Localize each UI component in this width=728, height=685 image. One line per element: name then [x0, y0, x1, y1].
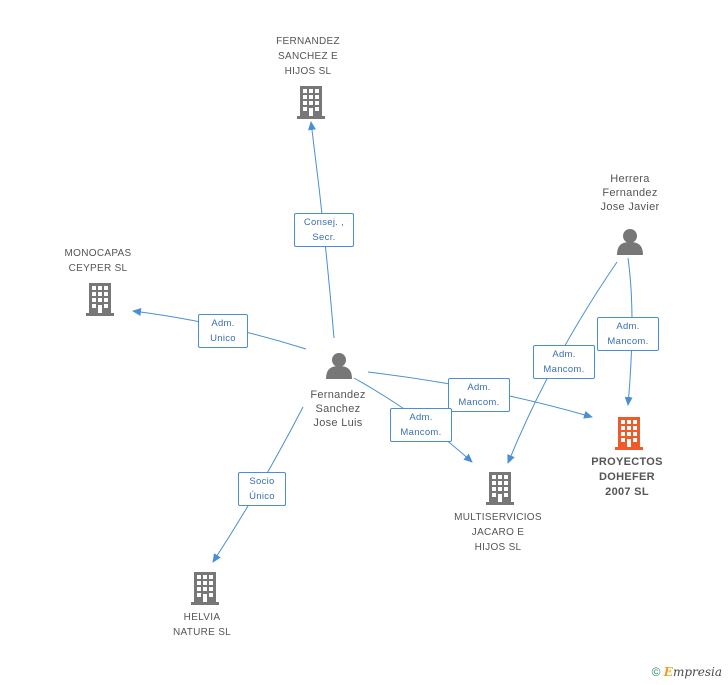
edge-label-socio-unico: Socio Único	[238, 472, 286, 506]
node-label-monocapas-ceyper[interactable]: MONOCAPAS CEYPER SL	[64, 248, 132, 274]
edge-label-adm-mancom: Adm. Mancom.	[533, 345, 595, 379]
node-label-multiservicios-jacaro[interactable]: MULTISERVICIOS JACARO E HIJOS SL	[454, 512, 542, 553]
edge-label-adm-mancom: Adm. Mancom.	[448, 378, 510, 412]
node-label-proyectos-dohefer[interactable]: PROYECTOS DOHEFER 2007 SL	[591, 456, 663, 498]
edge-label-adm-unico: Adm. Unico	[198, 314, 248, 348]
node-label-helvia-nature[interactable]: HELVIA NATURE SL	[172, 612, 232, 638]
person-icon[interactable]	[617, 229, 643, 255]
brand-logo: Empresia	[663, 665, 722, 679]
node-label-fernandez-sanchez-hijos[interactable]: FERNANDEZ SANCHEZ E HIJOS SL	[276, 36, 340, 77]
copyright-icon: ©	[651, 665, 661, 679]
node-label-herrera-fernandez[interactable]: Herrera Fernandez Jose Javier	[600, 173, 660, 213]
node-label-fernandez-sanchez-jose-luis[interactable]: Fernandez Sanchez Jose Luis	[310, 389, 366, 429]
edge-label-adm-mancom: Adm. Mancom.	[597, 317, 659, 351]
person-icon[interactable]	[326, 353, 352, 379]
building-icon-highlight[interactable]	[615, 417, 643, 450]
edge-label-consej-secr: Consej. , Secr.	[294, 213, 354, 247]
building-icon[interactable]	[297, 86, 325, 119]
building-icon[interactable]	[486, 472, 514, 505]
brand-footer: © Empresia	[652, 665, 722, 679]
building-icon[interactable]	[191, 572, 219, 605]
building-icon[interactable]	[86, 283, 114, 316]
edge-label-adm-mancom: Adm. Mancom.	[390, 408, 452, 442]
